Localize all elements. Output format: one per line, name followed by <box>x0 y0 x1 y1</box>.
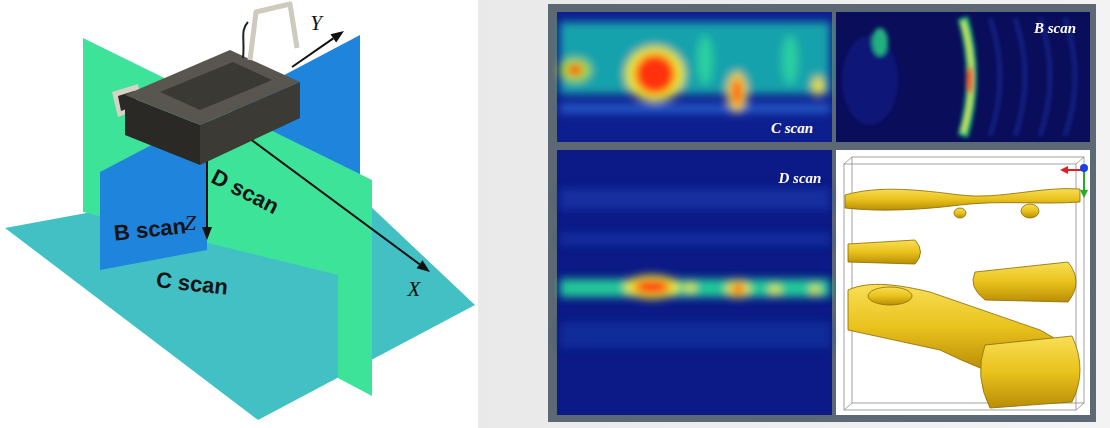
void-cylinder <box>973 262 1076 302</box>
heat-band <box>560 104 830 113</box>
d-scan-plane-shape <box>83 38 372 396</box>
arrowhead <box>417 260 430 272</box>
heat-spot <box>782 35 798 85</box>
heat-band <box>560 322 830 348</box>
arrowhead <box>330 31 344 43</box>
heat-band <box>560 22 830 94</box>
heat-spot <box>967 66 973 94</box>
rebar-blob <box>1021 204 1039 218</box>
defect-cylinder <box>981 336 1080 408</box>
heat-spot <box>769 285 781 295</box>
rebar-blob <box>954 208 966 218</box>
heat-spot <box>697 35 713 85</box>
heat-spot <box>625 46 685 102</box>
arrowhead <box>1060 166 1068 174</box>
rebar-layer <box>845 189 1080 211</box>
axis-label: X <box>408 278 421 301</box>
heat-spot <box>684 283 696 293</box>
panel-label: C scan <box>771 120 813 137</box>
shape-group <box>100 4 430 272</box>
shape-group <box>836 12 1090 142</box>
box-edge <box>844 403 852 410</box>
shape-group <box>557 150 832 415</box>
render-3d-box <box>844 157 1084 410</box>
axis-blue <box>1080 164 1088 172</box>
heat-spot <box>726 280 750 298</box>
b-scan-panel: B scan <box>836 12 1090 142</box>
render-3d-ground <box>836 150 1090 415</box>
y-axis <box>292 38 333 67</box>
axis-label: Y <box>310 12 322 35</box>
shape-group <box>557 12 832 142</box>
arrowhead <box>202 227 212 240</box>
panel-label: D scan <box>779 170 822 187</box>
heat-spot <box>559 58 591 82</box>
heat-arc <box>990 18 1000 136</box>
device-top-panel <box>160 62 272 110</box>
heat-spot <box>810 285 820 295</box>
c-scan-panel: C scan <box>557 12 832 142</box>
axis-label: Z <box>184 212 196 235</box>
render-3d-axes <box>1060 164 1088 198</box>
device-body-top <box>125 50 300 125</box>
heat-arc <box>1015 18 1025 136</box>
d-scan-panel-outline <box>557 150 832 415</box>
render-3d-shapes <box>845 189 1080 408</box>
heatmap <box>559 22 830 113</box>
heatmap <box>560 188 830 348</box>
heat-spot <box>634 280 670 294</box>
arrowhead <box>1080 190 1088 198</box>
heat-spot <box>567 64 583 76</box>
shape-group <box>5 35 475 420</box>
heat-spot <box>872 28 888 56</box>
shape-group <box>83 38 372 396</box>
panel-label: B scan <box>1034 20 1076 37</box>
void-cylinder <box>848 240 921 264</box>
heatmap-ground <box>836 12 1090 142</box>
heat-band <box>560 232 830 246</box>
axis-green <box>1083 170 1085 192</box>
heatmap-ground <box>557 150 832 415</box>
heat-spot <box>842 35 898 125</box>
heat-spot <box>624 275 680 299</box>
heat-band <box>560 188 830 210</box>
box-edge <box>1076 403 1084 410</box>
defect-blob <box>868 287 912 305</box>
viewer-frame <box>548 4 1096 422</box>
heat-band <box>560 279 830 297</box>
box-edge <box>844 157 852 164</box>
device-cable <box>243 22 248 58</box>
box-edge <box>1076 157 1084 164</box>
heat-spot <box>732 284 744 294</box>
d-scan-panel: D scan <box>557 150 832 415</box>
heat-spot <box>635 54 675 94</box>
heat-spot <box>812 76 824 96</box>
heat-spot <box>732 78 742 106</box>
left-panel-ground <box>0 0 478 428</box>
heat-spot <box>727 72 747 112</box>
heatmap-ground <box>557 12 832 142</box>
device-top-handle <box>250 4 297 60</box>
